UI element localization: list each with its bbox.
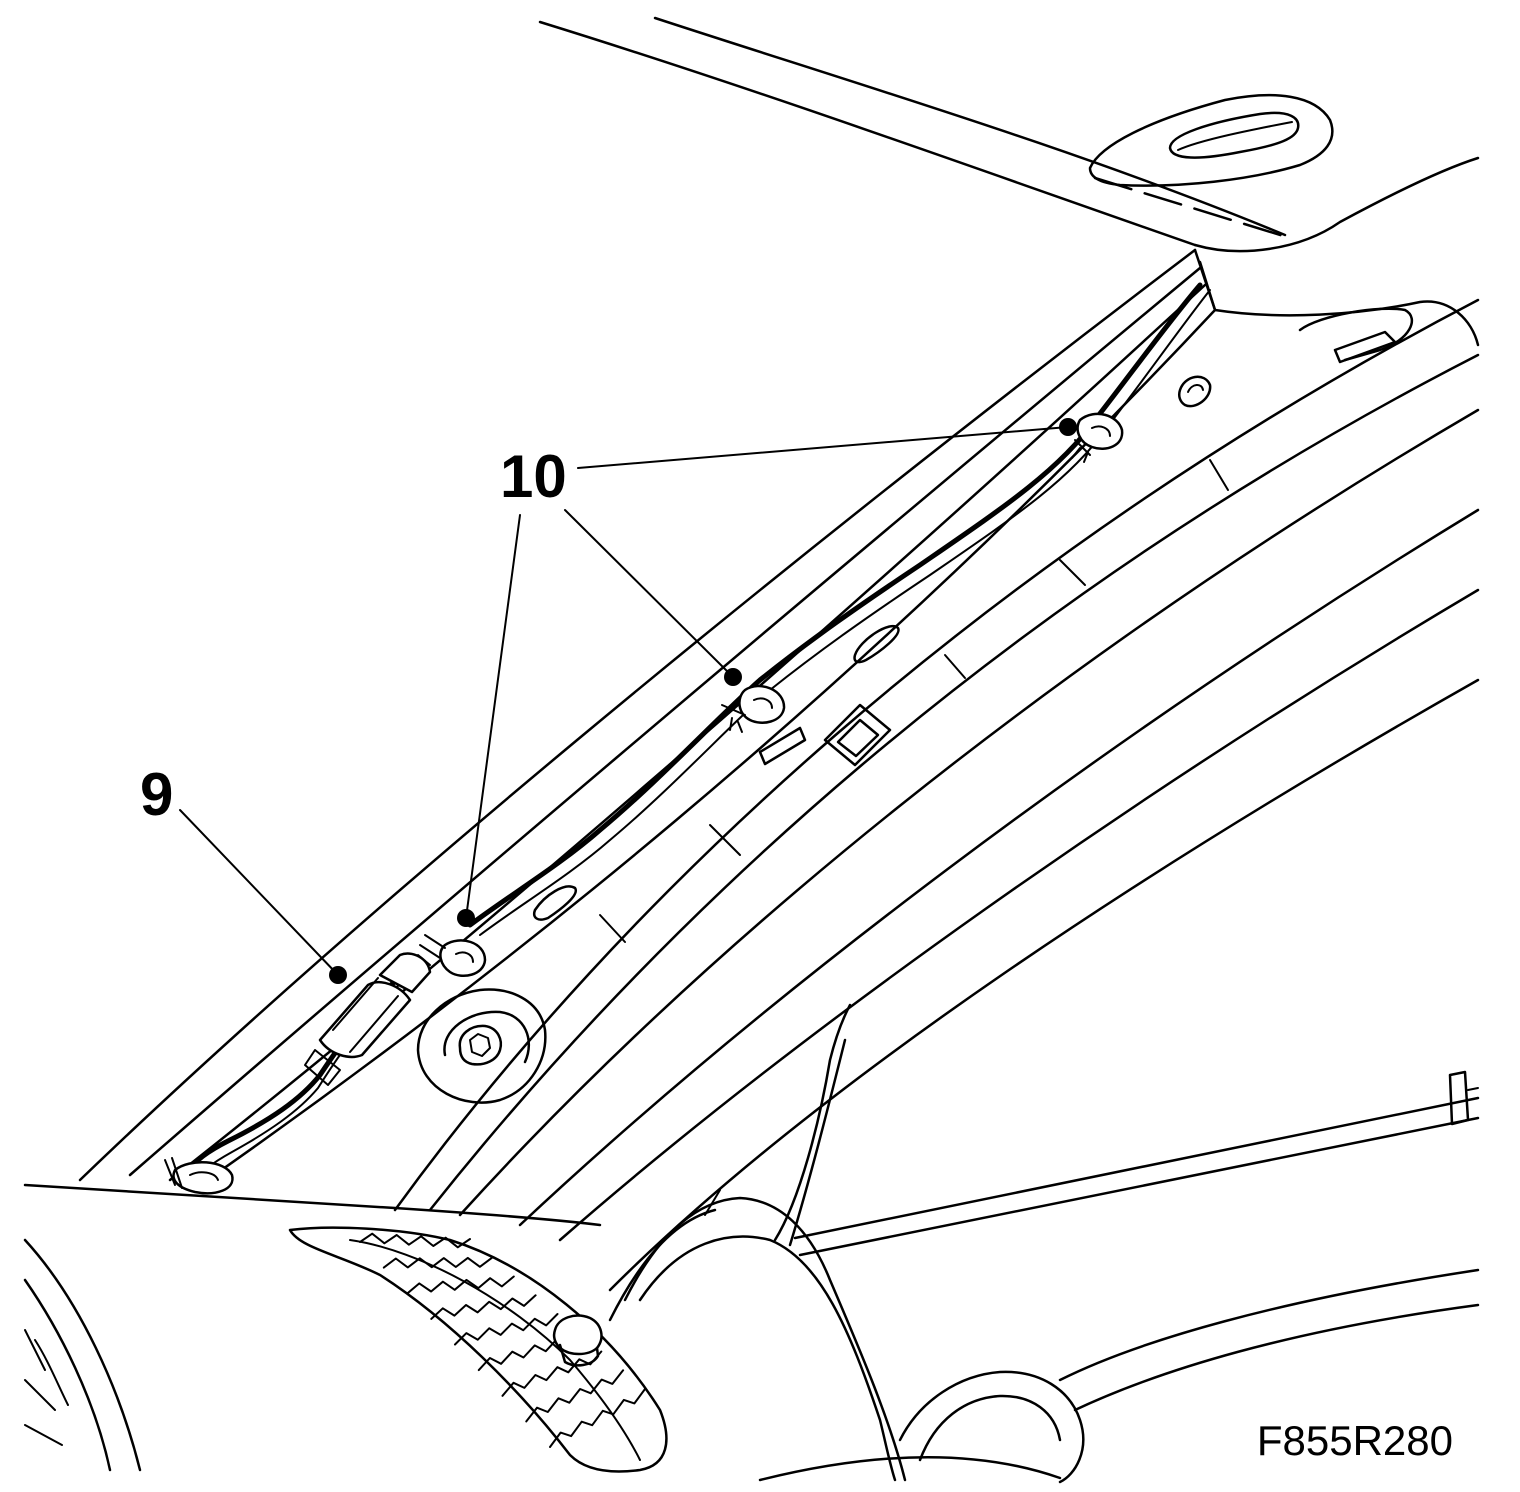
- a-pillar-trim: [393, 298, 1480, 1292]
- leader-lines: [179, 426, 1069, 976]
- vent-grille: [359, 1232, 646, 1448]
- leader-dot-9: [329, 966, 347, 984]
- dashboard: [23, 1183, 602, 1472]
- defroster-vent: [288, 1226, 668, 1473]
- vent-grille-row: [382, 1256, 493, 1269]
- leader-dot-10-upper: [1059, 418, 1077, 436]
- vent-grille-row: [525, 1369, 625, 1423]
- roof-handle-recess: [1088, 94, 1334, 187]
- figure-code: F855R280: [1257, 1417, 1453, 1464]
- vent-grille-row: [359, 1232, 471, 1249]
- pillar-bolt-mount: [416, 988, 547, 1104]
- leader-dot-10-lower: [457, 909, 475, 927]
- a-pillar: [78, 248, 1217, 1187]
- leader-dot-10-middle: [724, 668, 742, 686]
- callout-label-9: 9: [140, 761, 173, 828]
- vent-grille-row: [501, 1350, 603, 1397]
- leader-dots: [329, 418, 1077, 984]
- harness-clip-upper: [1071, 412, 1124, 463]
- roof-headliner: [538, 16, 1480, 347]
- vent-grille-row: [549, 1388, 646, 1448]
- harness-clip-bottom: [164, 1157, 234, 1195]
- vent-grille-row: [406, 1275, 515, 1295]
- vent-grille-row: [430, 1294, 537, 1320]
- callout-label-10: 10: [500, 443, 567, 510]
- harness-connector: [304, 952, 432, 1086]
- harness-clip-middle: [717, 684, 786, 733]
- door-panel: [608, 1003, 1480, 1484]
- upper-clip-fitting: [1177, 307, 1414, 408]
- vent-grille-row: [454, 1313, 559, 1346]
